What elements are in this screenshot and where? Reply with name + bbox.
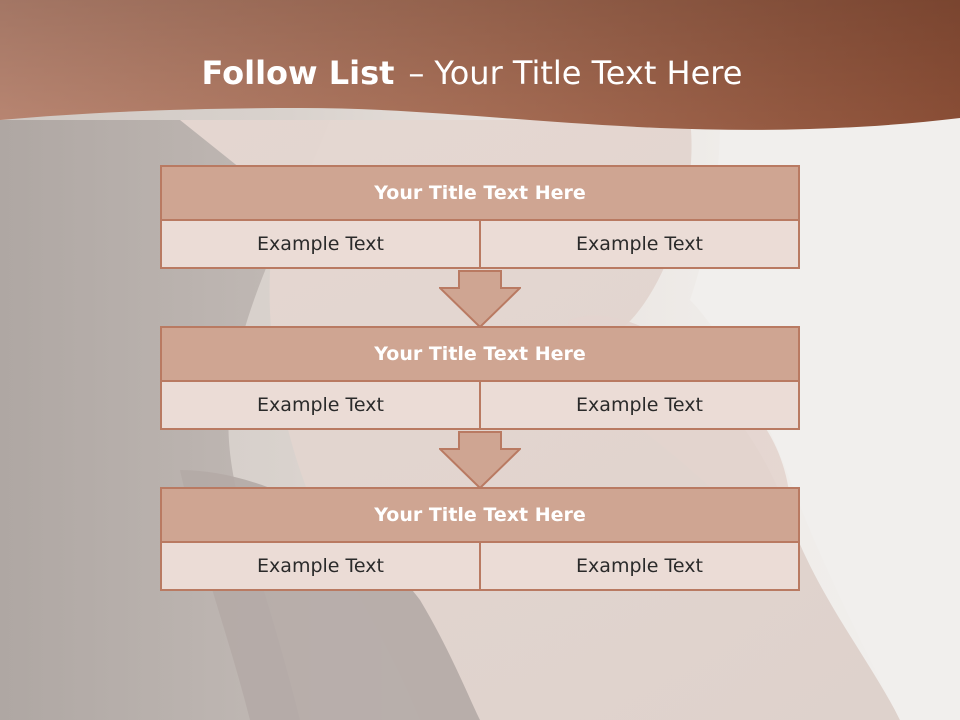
step-title: Your Title Text Here bbox=[160, 165, 800, 221]
step-cell-left: Example Text bbox=[160, 380, 481, 430]
step-cell-right: Example Text bbox=[479, 541, 800, 591]
step-title: Your Title Text Here bbox=[160, 487, 800, 543]
step-cell-left: Example Text bbox=[160, 219, 481, 269]
title-dash: – bbox=[408, 54, 425, 92]
title-rest: Your Title Text Here bbox=[434, 54, 743, 92]
step-block-1: Your Title Text Here Example Text Exampl… bbox=[160, 165, 800, 269]
down-arrow-icon bbox=[439, 270, 521, 328]
step-cell-left: Example Text bbox=[160, 541, 481, 591]
down-arrow-icon bbox=[439, 431, 521, 489]
step-row: Example Text Example Text bbox=[160, 380, 800, 430]
step-title: Your Title Text Here bbox=[160, 326, 800, 382]
slide-title: Follow List–Your Title Text Here bbox=[0, 54, 944, 92]
step-block-3: Your Title Text Here Example Text Exampl… bbox=[160, 487, 800, 591]
step-row: Example Text Example Text bbox=[160, 541, 800, 591]
step-row: Example Text Example Text bbox=[160, 219, 800, 269]
step-cell-right: Example Text bbox=[479, 380, 800, 430]
step-block-2: Your Title Text Here Example Text Exampl… bbox=[160, 326, 800, 430]
title-bold: Follow List bbox=[201, 54, 395, 92]
step-cell-right: Example Text bbox=[479, 219, 800, 269]
header-banner bbox=[0, 0, 960, 130]
